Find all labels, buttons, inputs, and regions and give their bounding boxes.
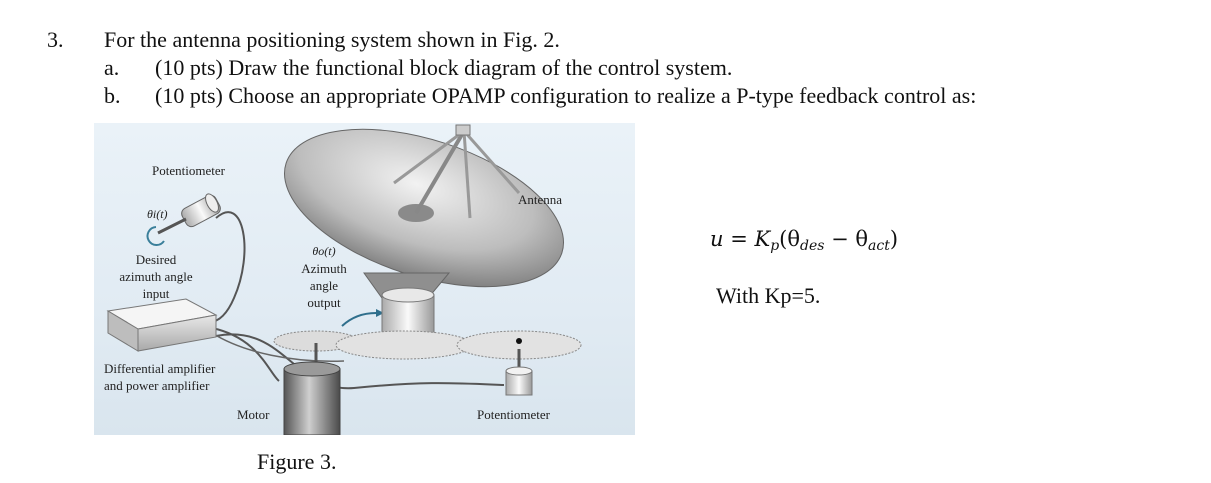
eq-u: u xyxy=(710,227,724,251)
wire-box-motor xyxy=(211,327,280,382)
amplifier-box xyxy=(106,298,218,352)
label-azimuth-output: θo(t) Azimuth angle output xyxy=(292,243,356,311)
motor xyxy=(283,343,341,435)
figure-caption: Figure 3. xyxy=(257,449,337,474)
label-antenna: Antenna xyxy=(518,192,563,207)
input-potentiometer xyxy=(146,193,221,246)
label-diff-line2: and power amplifier xyxy=(104,378,210,393)
azimuth-arrow xyxy=(341,312,377,327)
output-potentiometer xyxy=(505,349,533,396)
label-desired-line1: Desired xyxy=(135,252,177,267)
question-number: 3. xyxy=(47,27,64,52)
label-desired-input: Desired azimuth angle input xyxy=(106,251,206,302)
part-b-label: b. xyxy=(104,83,121,108)
label-input-potentiometer: Potentiometer xyxy=(152,163,225,178)
label-desired-line3: input xyxy=(142,286,170,301)
label-azimuth-line2: angle xyxy=(309,278,339,293)
part-b-text: (10 pts) Choose an appropriate OPAMP con… xyxy=(155,83,977,108)
label-azimuth-line1: Azimuth xyxy=(301,261,347,276)
wire-out-pot xyxy=(215,333,505,390)
label-desired-line2: azimuth angle xyxy=(119,269,193,284)
eq-sub-act: act xyxy=(868,238,890,254)
part-a-text: (10 pts) Draw the functional block diagr… xyxy=(155,55,733,80)
part-a-label: a. xyxy=(104,55,120,80)
eq-minus: − θ xyxy=(824,227,869,251)
gain-note: With Kp=5. xyxy=(716,283,821,308)
label-differential-amplifier: Differential amplifier and power amplifi… xyxy=(104,360,215,394)
label-motor: Motor xyxy=(237,407,270,422)
label-diff-line1: Differential amplifier xyxy=(104,361,216,376)
eq-sub-p: p xyxy=(770,238,780,254)
eq-close: ) xyxy=(889,227,899,251)
label-output-potentiometer: Potentiometer xyxy=(477,407,550,422)
label-azimuth-line3: output xyxy=(307,295,341,310)
question-text: For the antenna positioning system shown… xyxy=(104,27,560,52)
label-theta-o: θo(t) xyxy=(312,244,336,258)
wire-out-pot2 xyxy=(211,332,345,363)
control-law-equation: u = Kp(θdes − θact) xyxy=(710,226,898,259)
gear-train xyxy=(273,330,582,360)
eq-k: K xyxy=(754,227,771,251)
antenna-illustration xyxy=(106,124,582,435)
antenna-system-figure: Potentiometer θi(t) Desired azimuth angl… xyxy=(94,123,635,435)
eq-equals: = xyxy=(723,227,755,251)
eq-sub-des: des xyxy=(800,238,825,254)
eq-open: (θ xyxy=(779,227,800,251)
label-theta-i: θi(t) xyxy=(147,207,168,221)
